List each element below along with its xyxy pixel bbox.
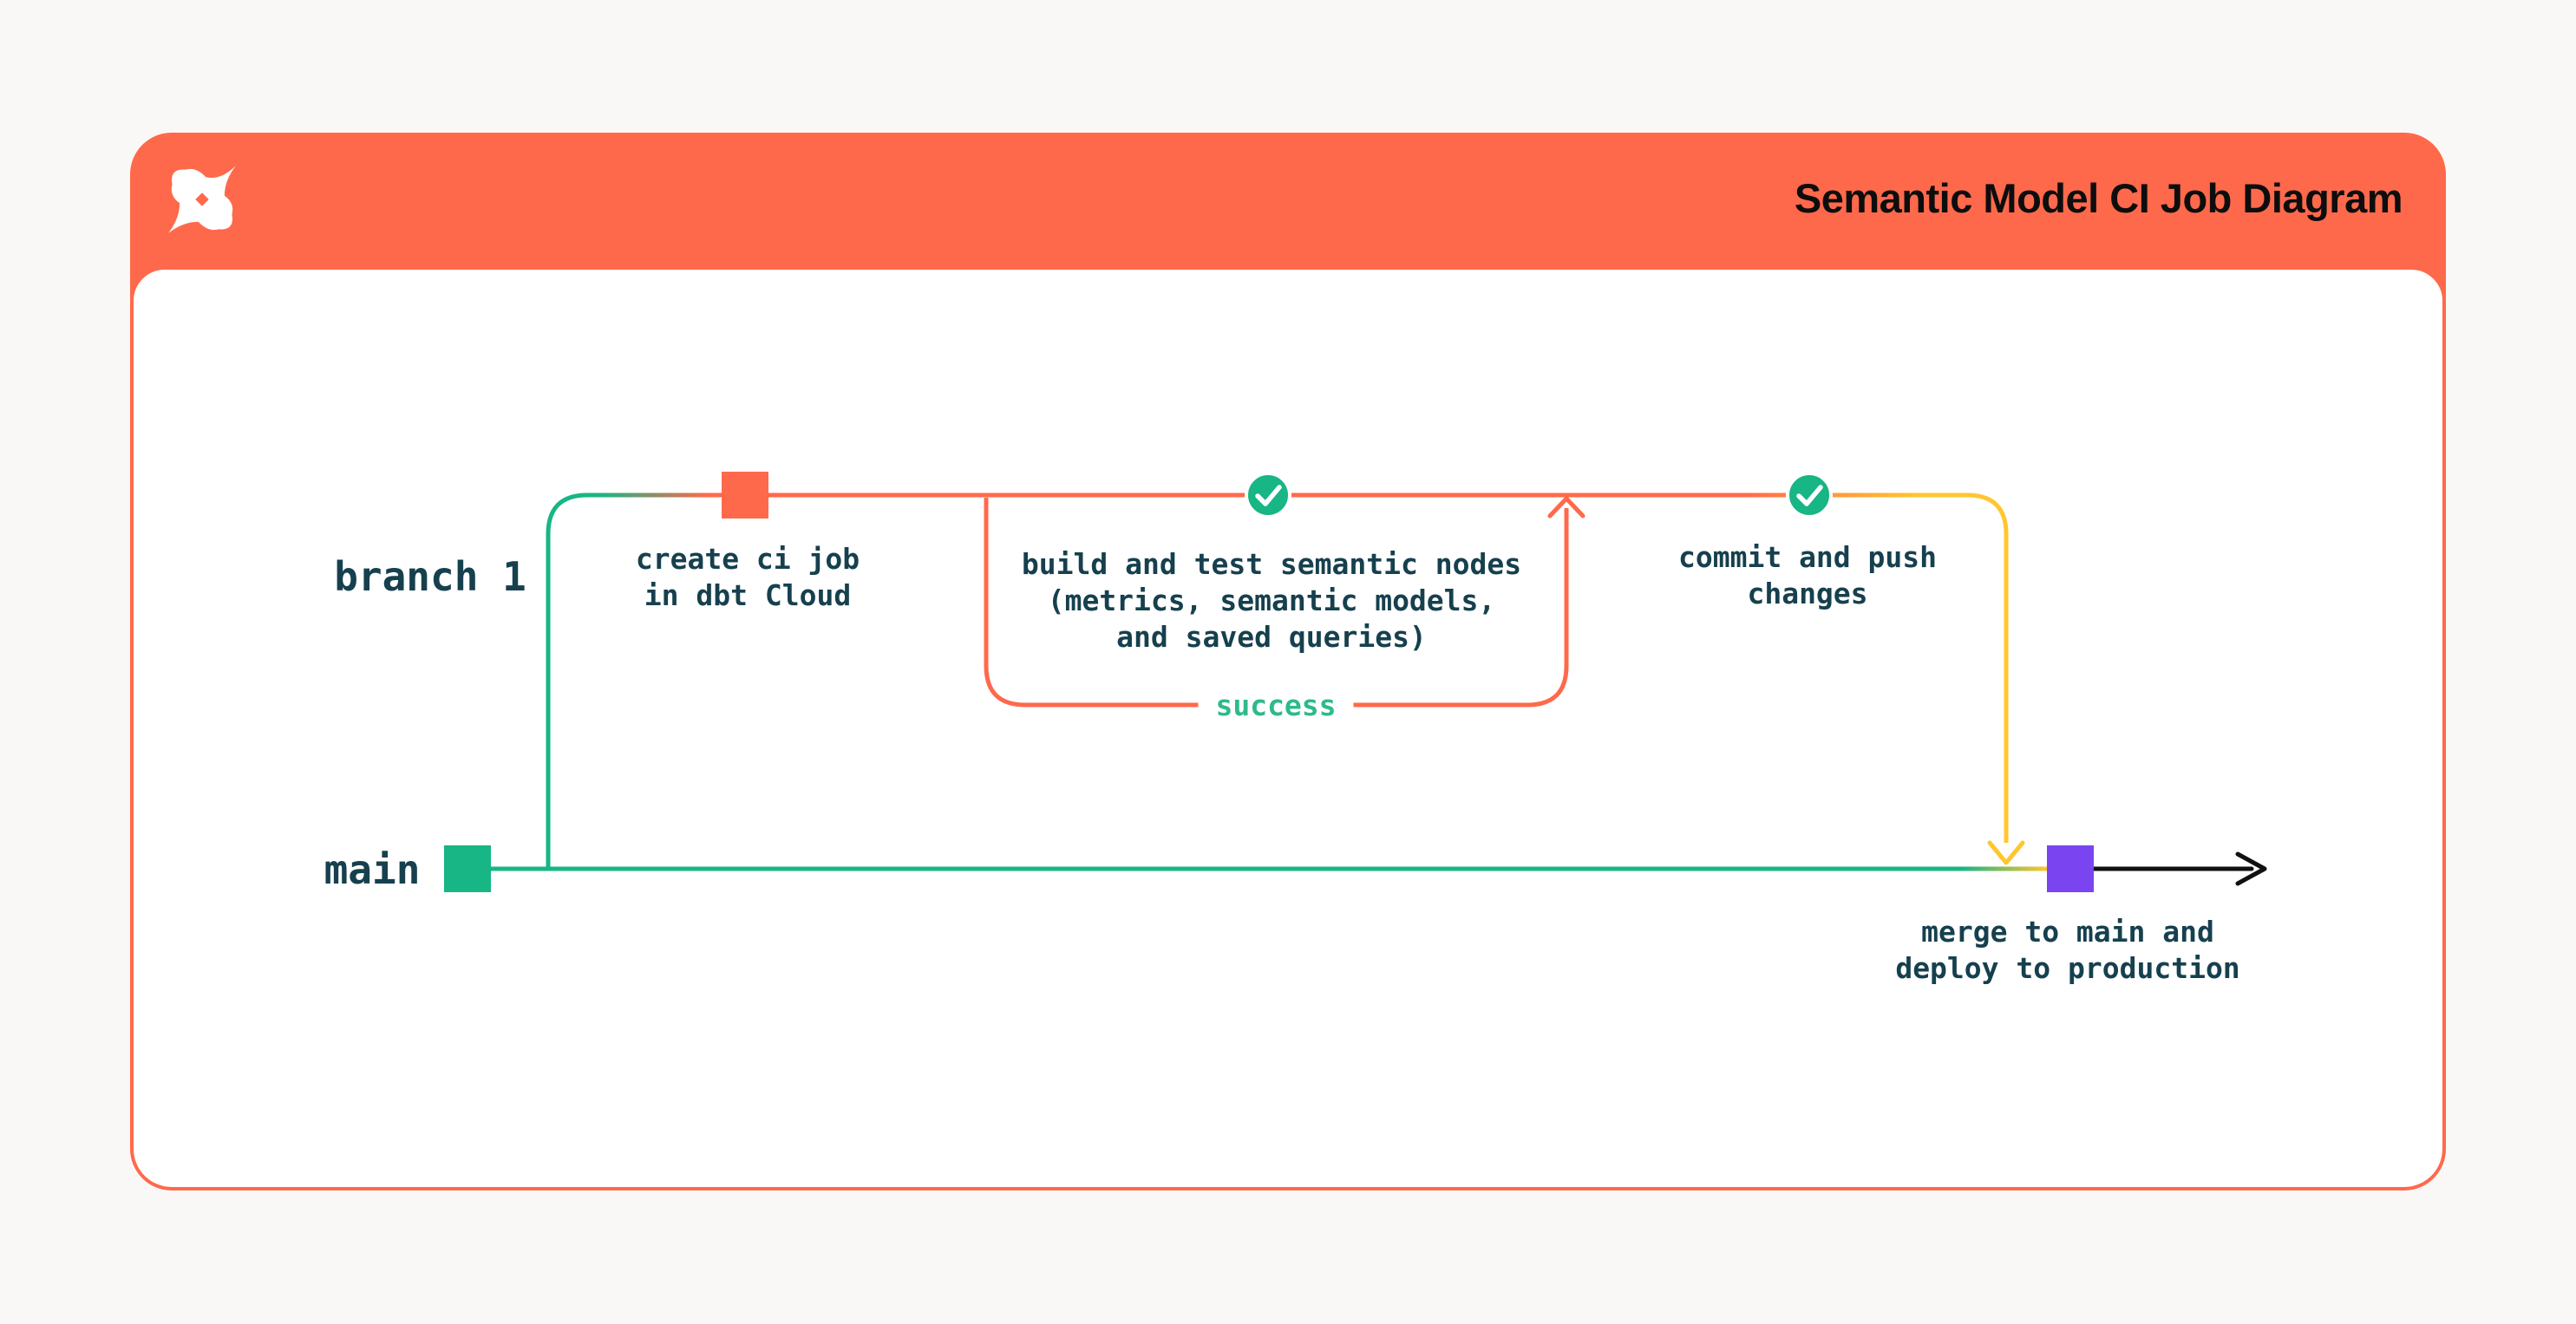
merge-deploy-label: merge to main and deploy to production [1895, 915, 2240, 985]
page-title: Semantic Model CI Job Diagram [1794, 174, 2403, 221]
build-test-label: build and test semantic nodes (metrics, … [1021, 547, 1522, 654]
dbt-logo-icon [168, 166, 236, 233]
deploy-arrow [2091, 851, 2267, 886]
create-ci-job-label: create ci job in dbt Cloud [635, 542, 860, 612]
merge-arrowhead-icon [1987, 840, 2025, 865]
commit-push-label: commit and push changes [1677, 540, 1938, 610]
main-label: main [324, 846, 421, 893]
commit-node-main-start [444, 845, 491, 892]
diagram-card [130, 266, 2446, 1190]
check-icon-build [1245, 472, 1291, 519]
commit-node-merge [2047, 845, 2094, 892]
branch-label: branch 1 [334, 553, 526, 600]
success-loop-arrowhead-icon [1547, 496, 1585, 519]
check-icon-commit [1786, 472, 1833, 519]
success-label: success [1198, 688, 1354, 723]
commit-node-create-ci [722, 472, 768, 519]
